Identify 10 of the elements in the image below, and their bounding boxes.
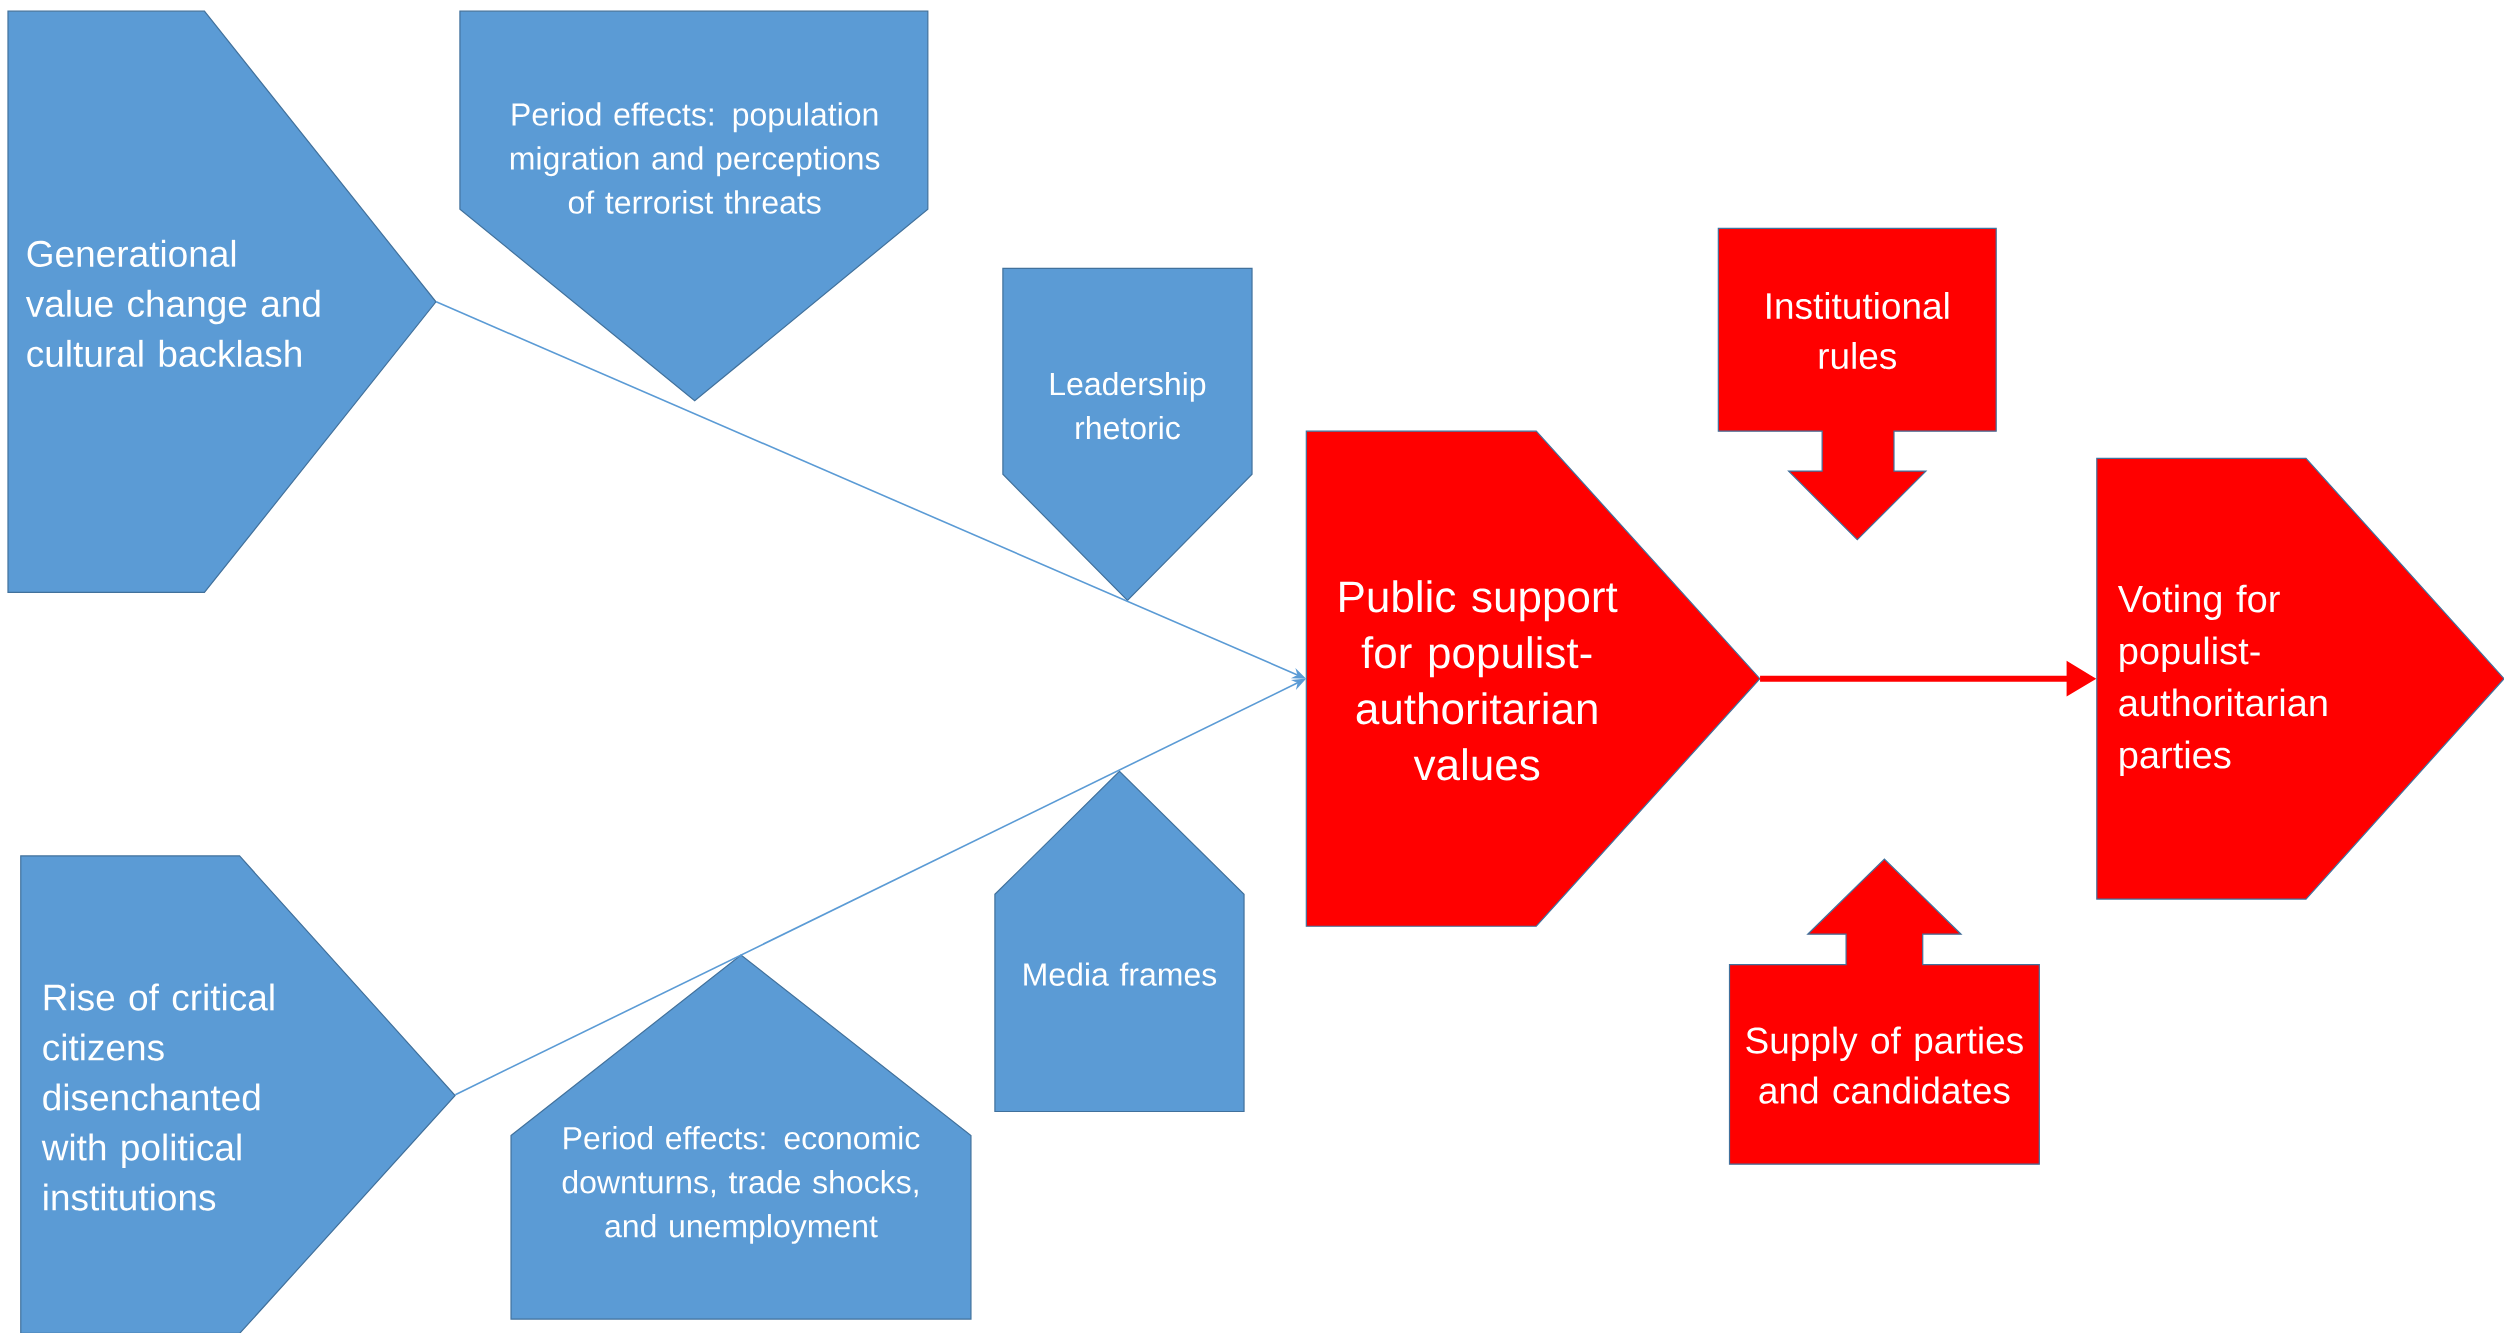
right-pentagon: Generational value change and cultural backlash (7, 10, 437, 593)
down-pentagon: Leadership rhetoric (1002, 267, 1253, 602)
right-pentagon: Public support for populist-authoritarian values (1305, 430, 1761, 927)
up-pentagon: Media frames (994, 770, 1245, 1112)
right-pentagon: Voting for populist-authoritarian parties (2096, 457, 2504, 900)
up-pentagon: Period effects: economic downturns, trade shocks, and unemployment (510, 954, 972, 1320)
down-pentagon: Period effects: population migration and perceptions of terrorist threats (459, 10, 929, 402)
down-arrow-callout: Institutional rules (1717, 227, 1997, 541)
right-pentagon: Rise of critical citizens disenchanted with political institutions (20, 855, 456, 1333)
up-arrow-callout: Supply of parties and candidates (1728, 858, 2040, 1165)
